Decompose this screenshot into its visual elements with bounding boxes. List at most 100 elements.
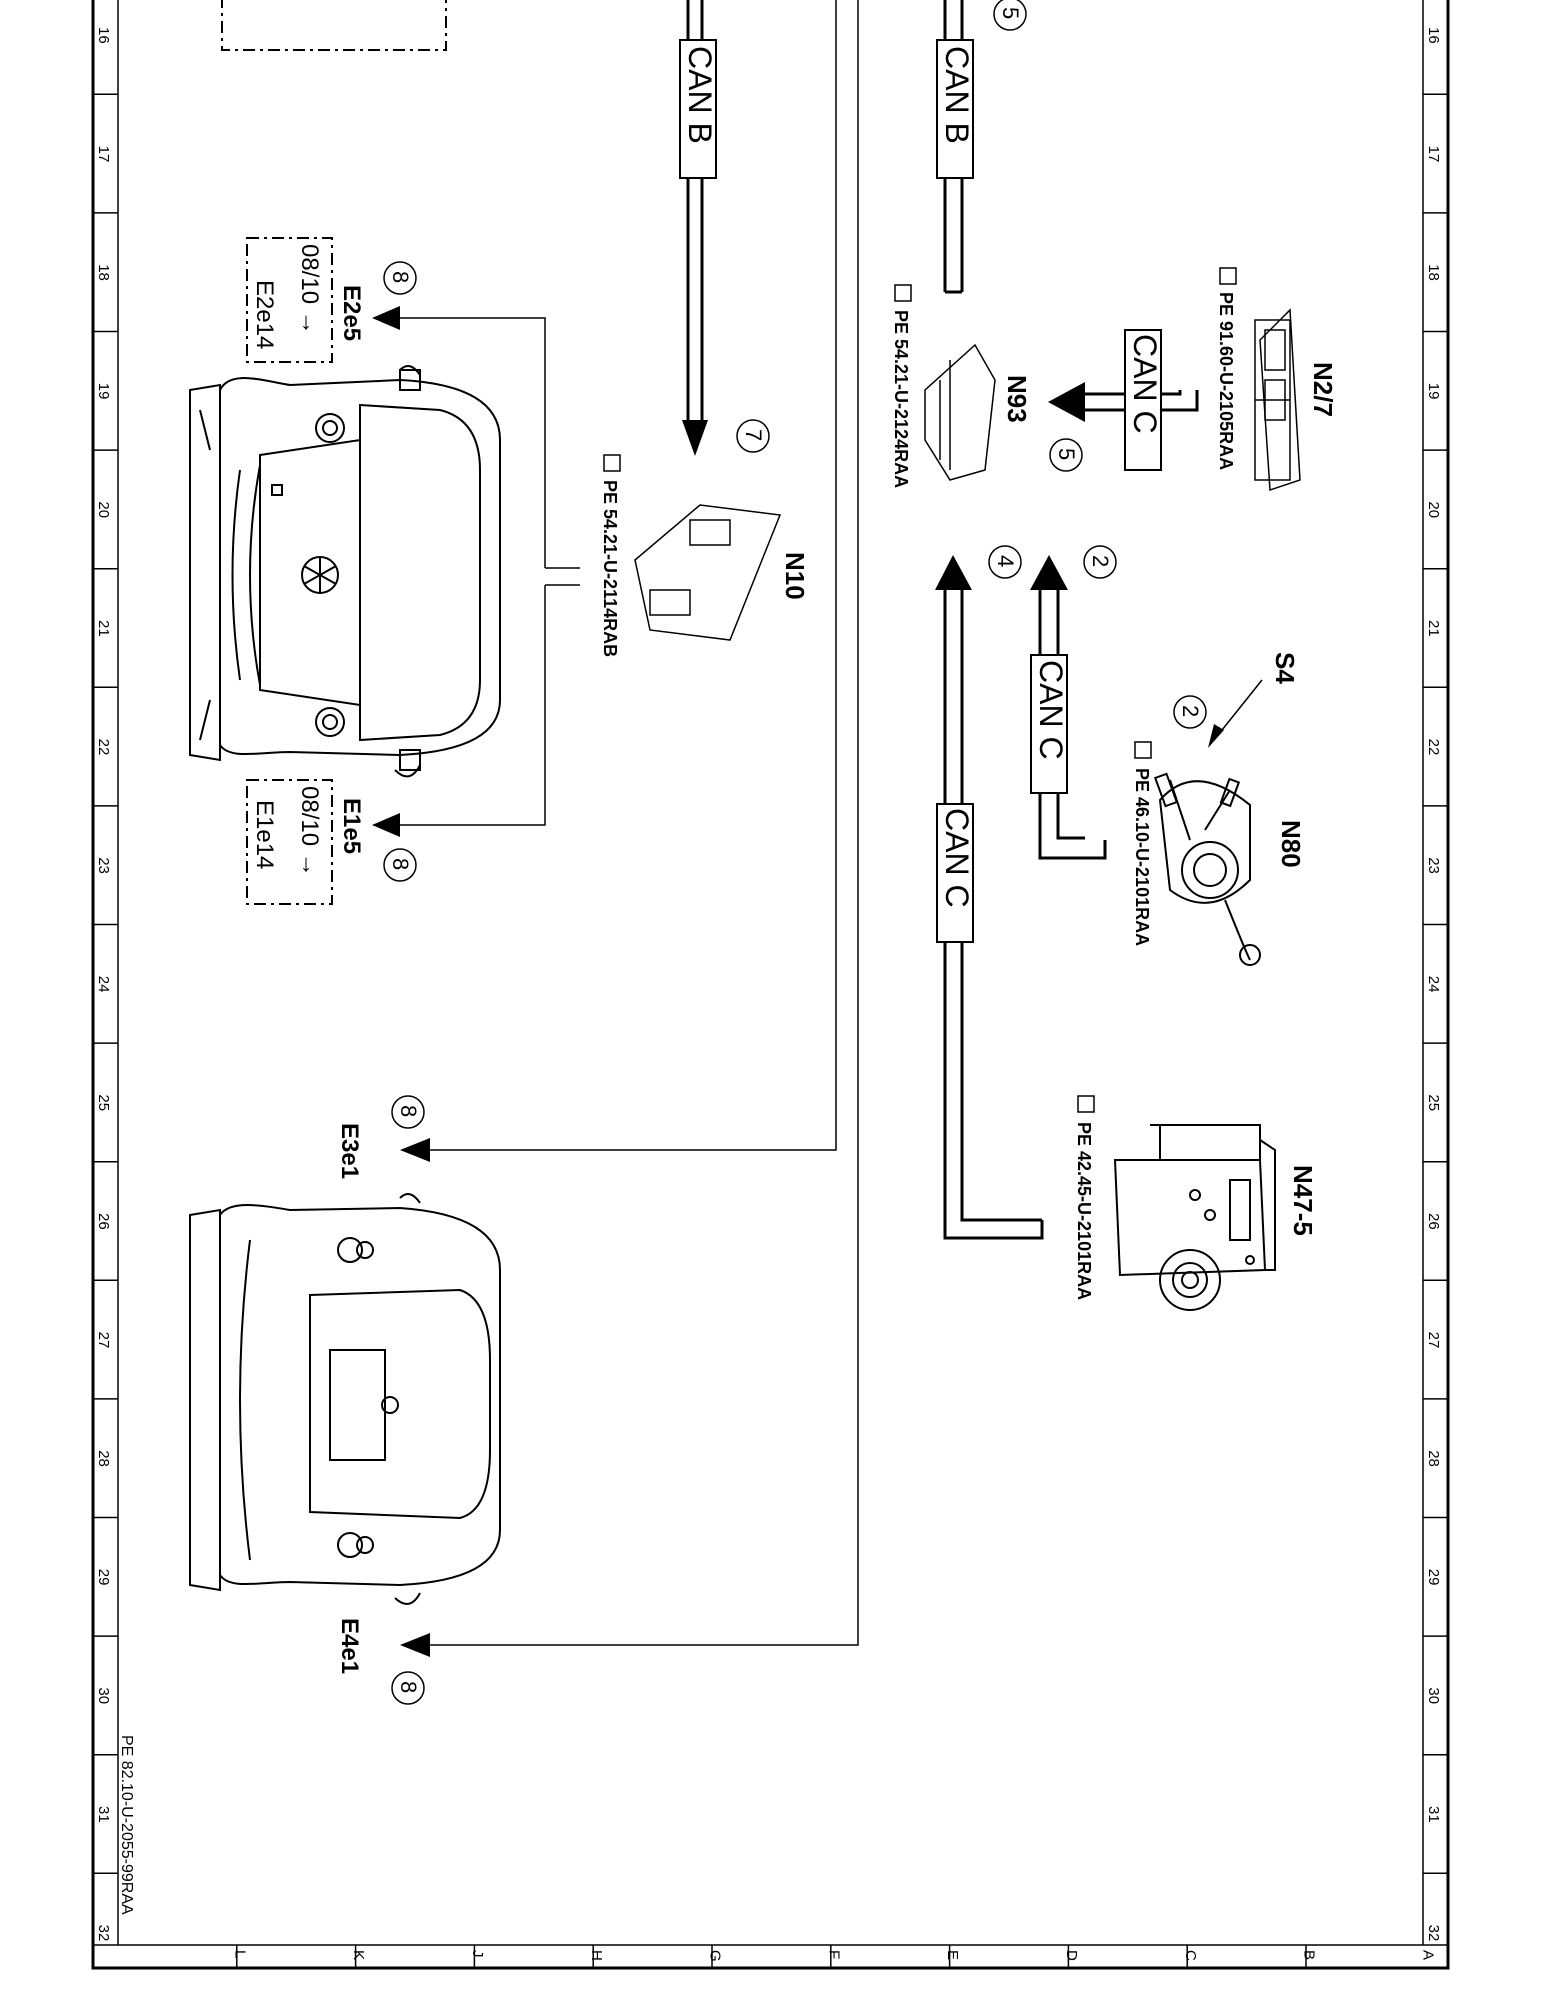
column-letter: H: [588, 1950, 605, 1961]
can-c-label-n80: CAN C: [1033, 660, 1069, 760]
row-number: 26: [95, 1213, 112, 1230]
row-number: 21: [1425, 620, 1442, 637]
n10-headlamp-wiring: [372, 306, 580, 837]
row-number: 23: [95, 857, 112, 874]
column-letter: C: [1182, 1950, 1199, 1961]
row-number: 22: [95, 739, 112, 756]
can-c-label-n47-5: CAN C: [939, 808, 975, 908]
marker-8-e2: 8: [383, 261, 417, 295]
row-number: 32: [95, 1925, 112, 1942]
row-number: 29: [1425, 1569, 1442, 1586]
svg-text:8: 8: [388, 858, 413, 870]
row-number: 19: [95, 383, 112, 400]
n10-label: N10: [780, 552, 810, 600]
row-number: 19: [1425, 383, 1442, 400]
column-letter: D: [1063, 1950, 1080, 1961]
dashed-box-e2: [246, 237, 333, 363]
row-number: 17: [95, 146, 112, 163]
n47-5-reference: PE 42.45-U-2101RAA: [1074, 1122, 1094, 1300]
row-number: 23: [1425, 857, 1442, 874]
e1-note-2: E1e14: [251, 800, 278, 869]
pe-ref-icon: [603, 454, 621, 472]
can-c-label-n2-7: CAN C: [1127, 334, 1163, 434]
svg-text:8: 8: [388, 271, 413, 283]
pe-ref-icon: [1219, 267, 1237, 285]
n93-module-icon: [924, 343, 996, 481]
n47-5-label: N47-5: [1288, 1165, 1318, 1236]
row-number: 16: [95, 27, 112, 44]
n93-reference: PE 54.21-U-2124RAA: [891, 310, 911, 488]
row-number: 18: [1425, 264, 1442, 281]
marker-7: 7: [736, 419, 770, 453]
diagram-frame: [91, 0, 1450, 1970]
dashed-box-e1: [246, 779, 333, 905]
row-number: 31: [1425, 1806, 1442, 1823]
n80-label: N80: [1276, 820, 1306, 868]
column-letter: E: [944, 1950, 961, 1960]
s4-pointer: [1208, 679, 1263, 748]
row-number: 26: [1425, 1213, 1442, 1230]
row-number: 28: [1425, 1450, 1442, 1467]
svg-text:4: 4: [993, 555, 1018, 567]
row-number: 20: [95, 501, 112, 518]
row-number: 30: [1425, 1687, 1442, 1704]
e2-note-2: E2e14: [251, 280, 278, 349]
row-number: 21: [95, 620, 112, 637]
e2e5-label: E2e5: [338, 285, 365, 341]
can-b-label-box-left: [679, 39, 717, 179]
rear-lamp-wiring: [400, 0, 859, 1657]
pe-ref-icon: [1134, 741, 1152, 759]
row-number: 29: [95, 1569, 112, 1586]
e3e1-label: E3e1: [336, 1123, 363, 1179]
pe-ref-icon: [894, 284, 912, 302]
row-number: 25: [95, 1094, 112, 1111]
marker-2-s4: 2: [1173, 695, 1207, 729]
n2-7-label: N2/7: [1308, 362, 1338, 417]
marker-5-top: 5: [993, 0, 1027, 31]
e1-note-1: 08/10 →: [296, 786, 323, 877]
n80-steering-column-icon: [1153, 772, 1261, 966]
document-reference: PE 82.10-U-2055-99RAA: [118, 1735, 135, 1915]
row-number: 22: [1425, 739, 1442, 756]
n10-reference: PE 54.21-U-2114RAB: [600, 480, 620, 657]
row-number: 30: [95, 1687, 112, 1704]
row-number: 24: [1425, 976, 1442, 993]
svg-text:8: 8: [396, 1105, 421, 1117]
svg-text:8: 8: [396, 1681, 421, 1693]
marker-8-e3: 8: [391, 1095, 425, 1129]
svg-text:2: 2: [1178, 705, 1203, 717]
can-c-label-box-n80: [1030, 654, 1068, 794]
row-number: 27: [95, 1332, 112, 1349]
e2-note-1: 08/10 →: [296, 244, 323, 335]
column-letter: A: [1419, 1950, 1436, 1960]
can-c-wiring-n2-7: [1048, 382, 1199, 422]
row-number: 32: [1425, 1925, 1442, 1942]
n2-7-reference: PE 91.60-U-2105RAA: [1216, 292, 1236, 470]
svg-text:2: 2: [1088, 555, 1113, 567]
row-number: 17: [1425, 146, 1442, 163]
row-number: 24: [95, 976, 112, 993]
s4-label: S4: [1270, 652, 1300, 684]
row-number: 25: [1425, 1094, 1442, 1111]
marker-8-e4: 8: [391, 1671, 425, 1705]
dashed-box-top: [221, 0, 447, 51]
svg-text:5: 5: [998, 7, 1023, 19]
pe-ref-icon: [1077, 1095, 1095, 1113]
svg-text:5: 5: [1054, 448, 1079, 460]
n2-7-module-icon: [1254, 308, 1301, 492]
n80-reference: PE 46.10-U-2101RAA: [1132, 768, 1152, 946]
column-letter: G: [707, 1950, 724, 1962]
column-letter: B: [1301, 1950, 1318, 1960]
can-b-label-right: CAN B: [939, 46, 975, 144]
can-b-label-box-right: [936, 39, 974, 179]
row-number: 28: [95, 1450, 112, 1467]
marker-8-e1: 8: [383, 848, 417, 882]
column-letter: K: [350, 1950, 367, 1960]
column-letter: J: [469, 1950, 486, 1958]
vehicle-rear-icon: [189, 1193, 501, 1605]
e1e5-label: E1e5: [338, 798, 365, 854]
